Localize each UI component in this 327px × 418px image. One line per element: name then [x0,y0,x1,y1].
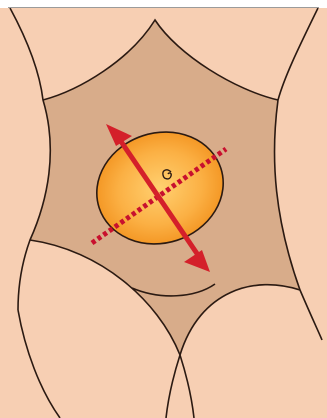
abdomen-diagram [0,0,327,418]
diagram-canvas [0,0,327,418]
